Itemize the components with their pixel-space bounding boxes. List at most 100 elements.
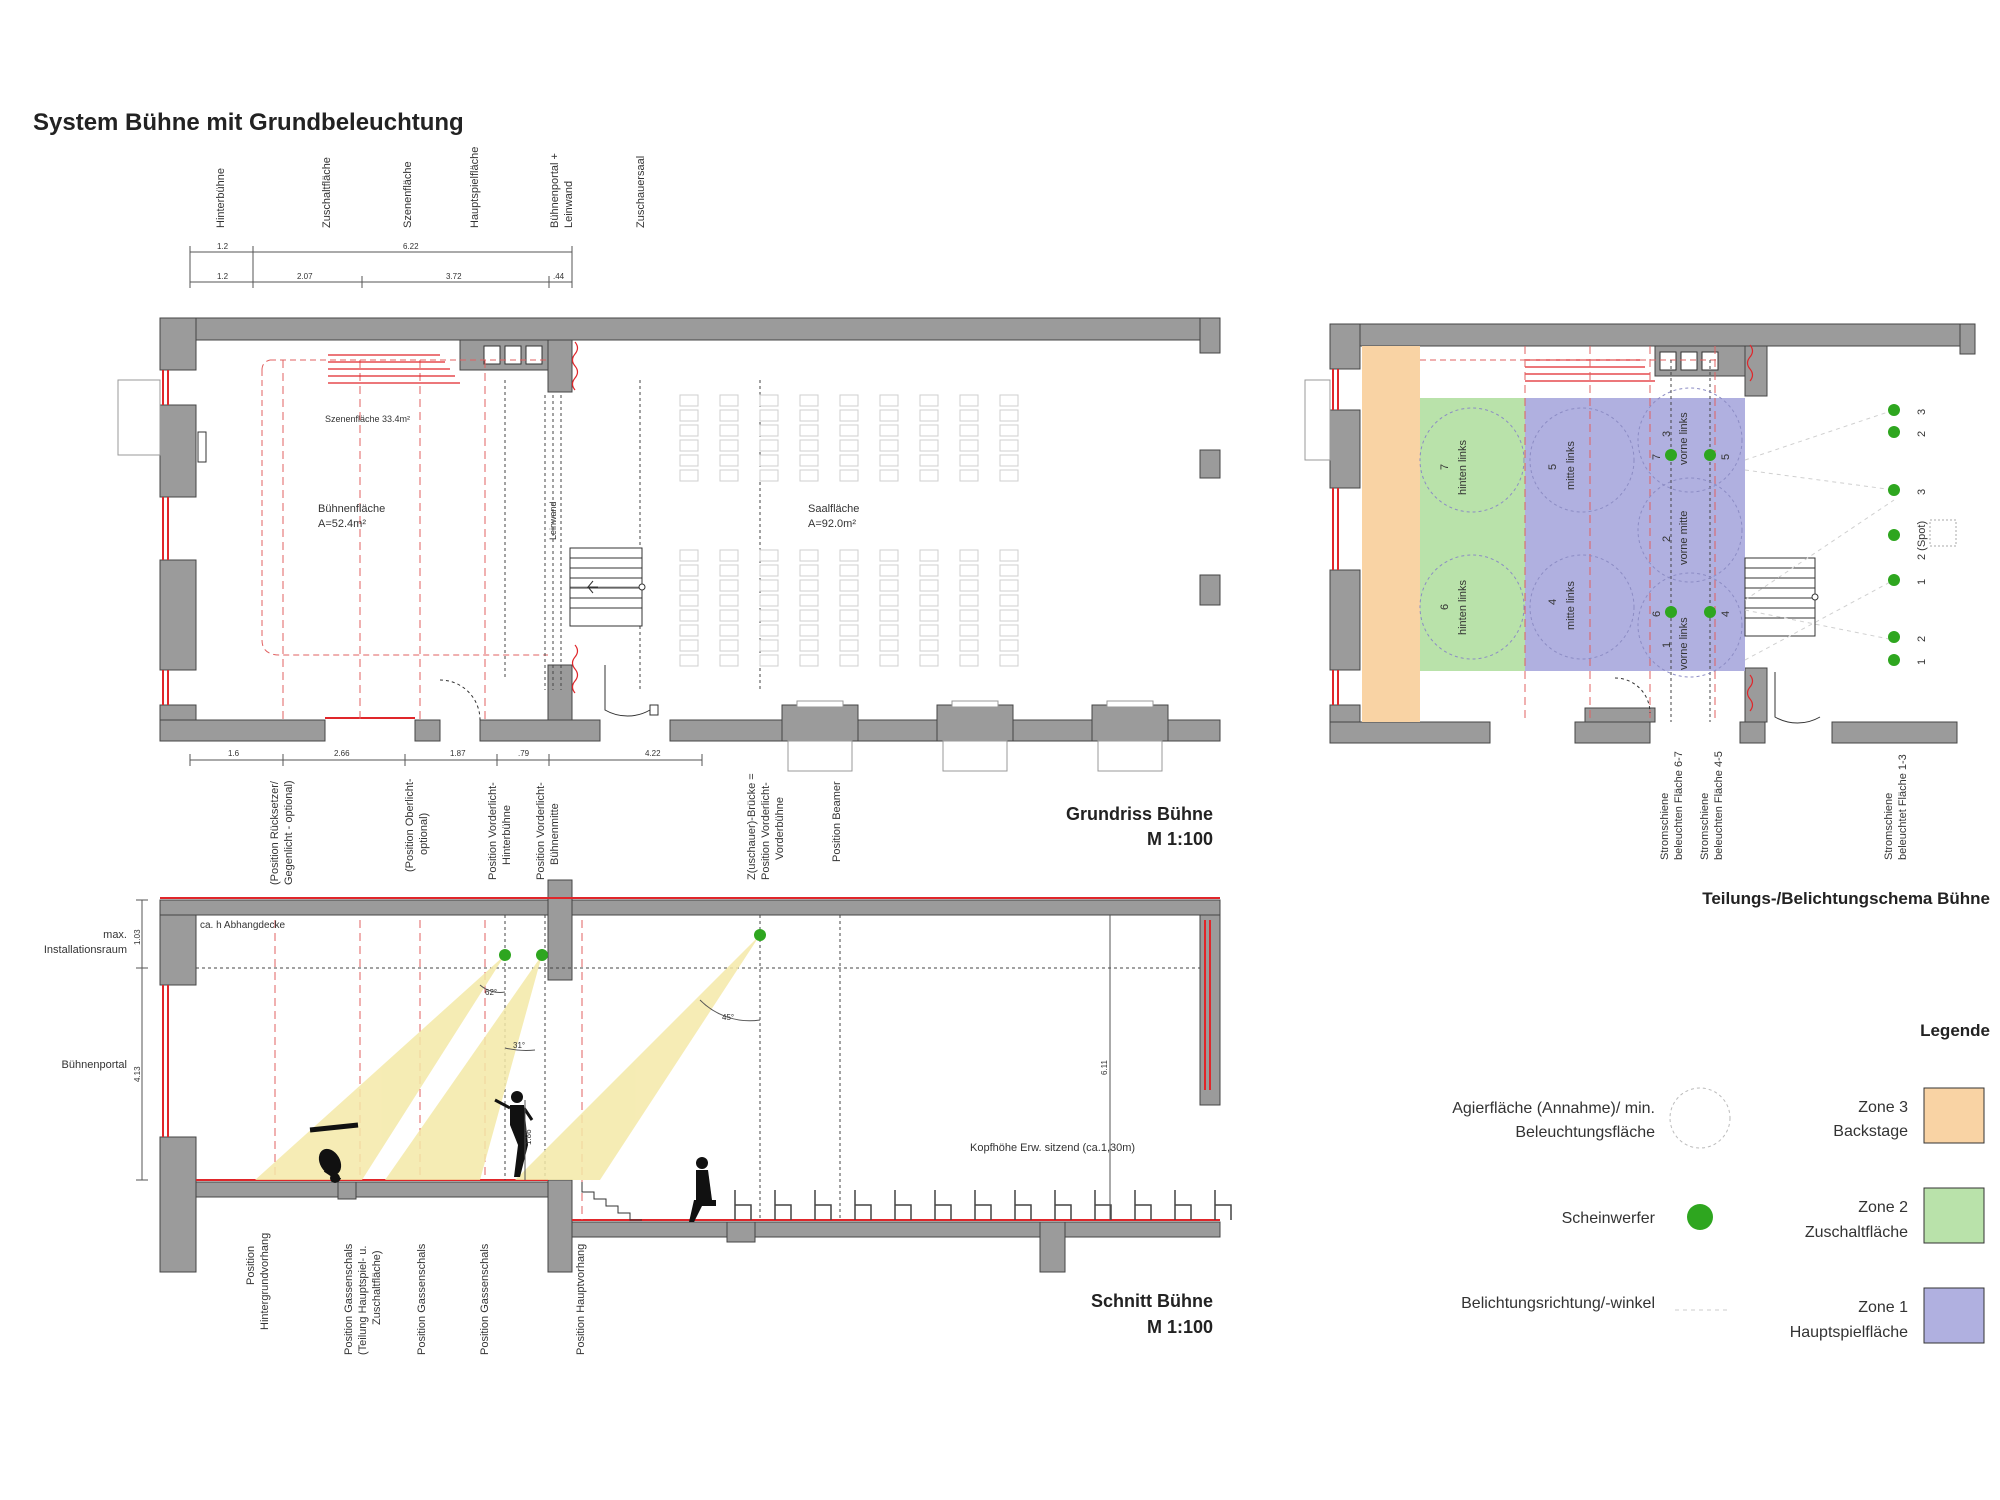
- legend-zone2-1: Zone 2: [1858, 1199, 1908, 1216]
- chair: [734, 1190, 752, 1220]
- seat: [839, 639, 859, 652]
- schema-window-frame: [1304, 379, 1331, 461]
- figure-seated: [689, 1157, 716, 1222]
- spot-zbruecke: [754, 929, 766, 941]
- seat: [919, 549, 939, 562]
- pos-beamer: Position Beamer: [831, 781, 843, 862]
- seat: [879, 564, 899, 577]
- seat: [959, 579, 979, 592]
- tech-cabinet: [459, 339, 549, 371]
- seat: [799, 579, 819, 592]
- seat: [719, 609, 739, 622]
- seat: [839, 454, 859, 467]
- schema-rail-labels: Stromschiene beleuchten Fläche 6-7 Strom…: [1659, 751, 1909, 860]
- seat: [999, 409, 1019, 422]
- pos-gassen-3: Position Gassenschals: [479, 1243, 491, 1355]
- rnum-1: 3: [1916, 409, 1928, 415]
- seat: [679, 424, 699, 437]
- chair: [1094, 1190, 1112, 1220]
- seat: [839, 579, 859, 592]
- schema-spot-r8: [1888, 654, 1900, 666]
- seat: [879, 469, 899, 482]
- schema-spot-r6: [1888, 574, 1900, 586]
- seat: [879, 579, 899, 592]
- portal-label: Bühnenportal: [62, 1059, 127, 1071]
- seat: [679, 409, 699, 422]
- schema-squiggle: [1746, 344, 1754, 712]
- seat: [679, 454, 699, 467]
- seat: [759, 609, 779, 622]
- seat: [719, 424, 739, 437]
- floor-plan: Szenenfläche 33.4m² Bühnenfläche A=52.4m…: [117, 317, 1221, 849]
- dim-6-22: 6.22: [403, 242, 419, 251]
- seat: [719, 594, 739, 607]
- field-1-name: vorne links: [1678, 617, 1690, 670]
- seat: [959, 549, 979, 562]
- seat: [999, 639, 1019, 652]
- seat: [999, 394, 1019, 407]
- rail-1-b: beleuchten Fläche 6-7: [1673, 751, 1685, 860]
- saalflaeche-area: A=92.0m²: [808, 518, 856, 530]
- seat: [719, 549, 739, 562]
- legend-zone3-swatch: [1923, 1087, 1985, 1144]
- legend-zone3-1: Zone 3: [1858, 1099, 1908, 1116]
- field-5-num: 5: [1547, 464, 1559, 470]
- rnum-3: 3: [1916, 489, 1928, 495]
- page-title: System Bühne mit Grundbeleuchtung: [33, 109, 464, 136]
- field-3-name: vorne links: [1678, 412, 1690, 465]
- pos-gassen-teilung-3: Zuschaltfläche): [371, 1250, 383, 1325]
- seat: [839, 394, 859, 407]
- seat: [879, 639, 899, 652]
- plan-bottom-dim-values: 1.6 2.66 1.87 .79 4.22: [228, 749, 661, 758]
- pos-zbruecke-1: Z(uschauer)-Brücke =: [746, 773, 758, 880]
- chair: [1014, 1190, 1032, 1220]
- seat: [919, 564, 939, 577]
- seat: [799, 409, 819, 422]
- field-2-num: 2: [1661, 536, 1673, 542]
- schema-door-2: [1614, 677, 1651, 714]
- label-hauptspielflaeche: Hauptspielfläche: [469, 147, 481, 228]
- rail-3-b: beleuchtet Fläche 1-3: [1897, 754, 1909, 860]
- buehnenflaeche-area: A=52.4m²: [318, 518, 366, 530]
- angle-45: 45°: [722, 1013, 734, 1022]
- lighting-schema: 7 hinten links 6 hinten links 5 mitte li…: [1304, 323, 1990, 908]
- seat: [919, 639, 939, 652]
- rnum-7: 2: [1916, 636, 1928, 642]
- chair: [774, 1190, 792, 1220]
- schema-stairs: [1744, 557, 1819, 637]
- pos-gassen-teilung-1: Position Gassenschals: [343, 1243, 355, 1355]
- seat: [799, 469, 819, 482]
- seat: [959, 454, 979, 467]
- seat: [959, 469, 979, 482]
- dim-6-11: 6.11: [1100, 1059, 1109, 1075]
- seat: [959, 564, 979, 577]
- acting-circles: [1419, 387, 1743, 678]
- seat: [759, 549, 779, 562]
- seat: [959, 594, 979, 607]
- curtain-squiggle: [571, 341, 579, 694]
- schema-right-numbers: 3 2 3 2 (Spot) 1 2 1: [1916, 409, 1928, 665]
- schema-title: Teilungs-/Belichtungschema Bühne: [1702, 889, 1990, 908]
- seat: [999, 454, 1019, 467]
- seat: [999, 469, 1019, 482]
- angle-62: 62°: [485, 988, 497, 997]
- seat: [719, 409, 739, 422]
- section-title: Schnitt Bühne: [1091, 1291, 1213, 1311]
- plan-window-red: [162, 370, 415, 719]
- seat: [879, 549, 899, 562]
- pos-zbruecke-2: Position Vorderlicht-: [760, 782, 772, 880]
- seat: [679, 579, 699, 592]
- seat: [879, 439, 899, 452]
- seat: [839, 594, 859, 607]
- plan-title: Grundriss Bühne: [1066, 804, 1213, 824]
- section-stairs: [581, 1182, 642, 1221]
- pos-vorderlicht-hb-1: Position Vorderlicht-: [487, 782, 499, 880]
- field-2-name: vorne mitte: [1678, 511, 1690, 565]
- dim-1-87: 1.87: [450, 749, 466, 758]
- seat: [799, 609, 819, 622]
- schema-cabinet: [1654, 345, 1746, 377]
- seat: [679, 624, 699, 637]
- zone1-fill: [1525, 398, 1745, 671]
- figures: [309, 1091, 716, 1222]
